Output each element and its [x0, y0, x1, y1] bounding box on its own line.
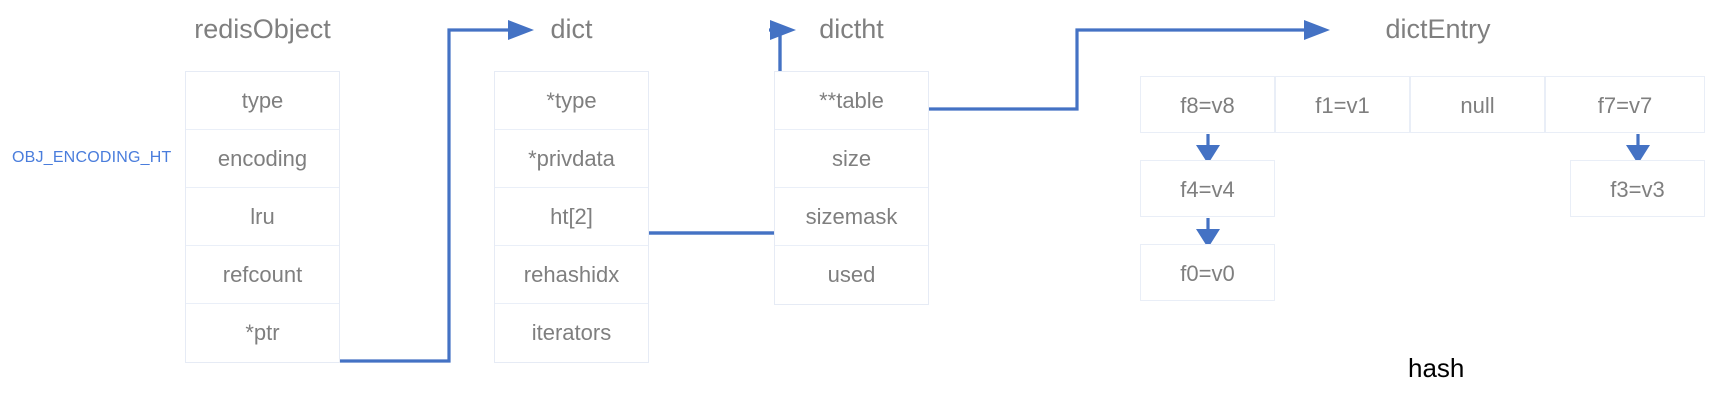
arrow-ptr-to-dict: [340, 20, 534, 363]
field-dictht-size: size: [775, 130, 928, 188]
struct-table-dict: *type *privdata ht[2] rehashidx iterator…: [494, 71, 649, 363]
caption-hash: hash: [1408, 353, 1465, 383]
field-redisobject-ptr: *ptr: [186, 304, 339, 362]
field-dictht-table: **table: [775, 72, 928, 130]
struct-title-dict: dict: [550, 14, 593, 44]
field-dict-type: *type: [495, 72, 648, 130]
struct-table-redisobject: type encoding lru refcount *ptr: [185, 71, 340, 363]
dictentry-bucket-0-node-1: f4=v4: [1140, 160, 1275, 217]
field-dict-ht: ht[2]: [495, 188, 648, 246]
dictentry-bucket-1-node-0: f1=v1: [1275, 76, 1410, 133]
struct-title-dictentry: dictEntry: [1385, 14, 1491, 44]
arrow-table-to-dictentry: [928, 20, 1330, 111]
field-dict-rehashidx: rehashidx: [495, 246, 648, 304]
dictentry-bucket-2-node-0: null: [1410, 76, 1545, 133]
field-dictht-used: used: [775, 246, 928, 304]
arrow-ht-to-dictht-head: [770, 20, 796, 40]
field-redisobject-refcount: refcount: [186, 246, 339, 304]
field-redisobject-encoding: encoding: [186, 130, 339, 188]
field-redisobject-lru: lru: [186, 188, 339, 246]
struct-table-dictht: **table size sizemask used: [774, 71, 929, 305]
field-dictht-sizemask: sizemask: [775, 188, 928, 246]
field-redisobject-type: type: [186, 72, 339, 130]
encoding-tag-label: OBJ_ENCODING_HT: [12, 149, 172, 166]
struct-title-redisobject: redisObject: [194, 14, 331, 44]
field-dict-privdata: *privdata: [495, 130, 648, 188]
dictentry-bucket-3-node-0: f7=v7: [1545, 76, 1705, 133]
dictentry-bucket-0-node-2: f0=v0: [1140, 244, 1275, 301]
dictentry-bucket-0-node-0: f8=v8: [1140, 76, 1275, 133]
dictentry-bucket-3-node-1: f3=v3: [1570, 160, 1705, 217]
arrow-chain-f7-f3: [1626, 134, 1650, 164]
arrow-chain-f4-f0: [1196, 218, 1220, 248]
arrow-chain-f8-f4: [1196, 134, 1220, 164]
struct-title-dictht: dictht: [819, 14, 884, 44]
field-dict-iterators: iterators: [495, 304, 648, 362]
